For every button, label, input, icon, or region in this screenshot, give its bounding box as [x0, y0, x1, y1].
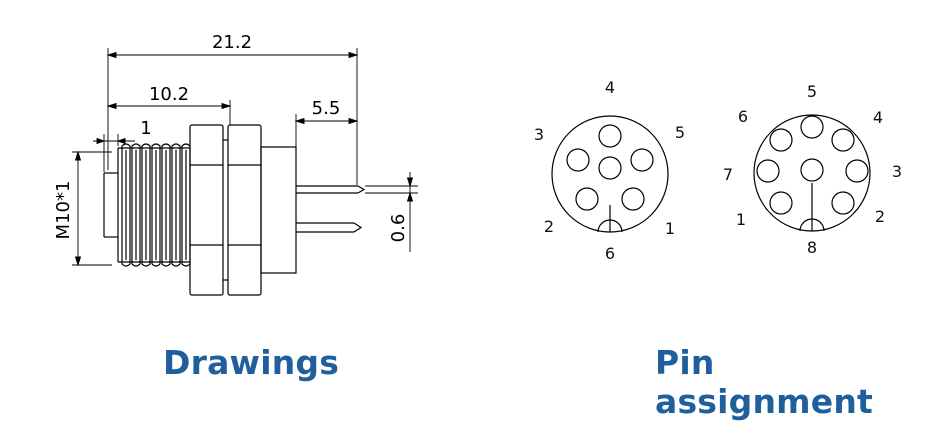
mechanical-drawing — [103, 124, 366, 296]
pin-8p-label: 3 — [892, 162, 902, 181]
dim-pin-length-label: 5.5 — [312, 98, 341, 119]
pin-8p-label: 6 — [738, 107, 748, 126]
pin-8p-label: 2 — [875, 207, 885, 226]
pin-6p-label: 4 — [605, 78, 615, 97]
connector-8pin-face — [753, 114, 871, 232]
pin-6p-label: 5 — [675, 123, 685, 142]
dim-overall-label: 21.2 — [212, 32, 252, 53]
pin-6p-label: 3 — [534, 125, 544, 144]
drawings-caption: Drawings — [163, 343, 340, 382]
pin-assignment-caption: Pin assignment — [655, 343, 874, 421]
thread-size-label: M10*1 — [53, 181, 74, 240]
pin-8p-label: 8 — [807, 238, 817, 257]
contact-pins — [296, 185, 366, 233]
rear-housing — [260, 146, 297, 274]
pin-8p-label: 7 — [723, 165, 733, 184]
pin-6p-label: 6 — [605, 244, 615, 263]
connector-6pin-face — [551, 115, 669, 233]
pin-6p-label: 1 — [665, 219, 675, 238]
threaded-body — [103, 143, 191, 267]
pin-8p-label: 1 — [736, 210, 746, 229]
nut-1 — [189, 124, 224, 296]
connector-6pin-labels: 4 3 5 2 1 6 — [534, 78, 685, 263]
connector-8pin-labels: 5 6 4 7 3 1 2 8 — [723, 82, 902, 257]
pin-8p-label: 5 — [807, 82, 817, 101]
dim-nut-label: 1 — [140, 118, 151, 139]
pin-6p-label: 2 — [544, 217, 554, 236]
pin-8p-label: 4 — [873, 108, 883, 127]
dim-pin-dia-label: 0.6 — [388, 214, 409, 243]
diagram-canvas: 21.2 10.2 1 5.5 0.6 M10*1 4 3 5 2 1 6 — [53, 32, 902, 296]
dimension-lines — [72, 48, 418, 267]
dim-body-label: 10.2 — [149, 84, 189, 105]
nut-2 — [227, 124, 262, 296]
